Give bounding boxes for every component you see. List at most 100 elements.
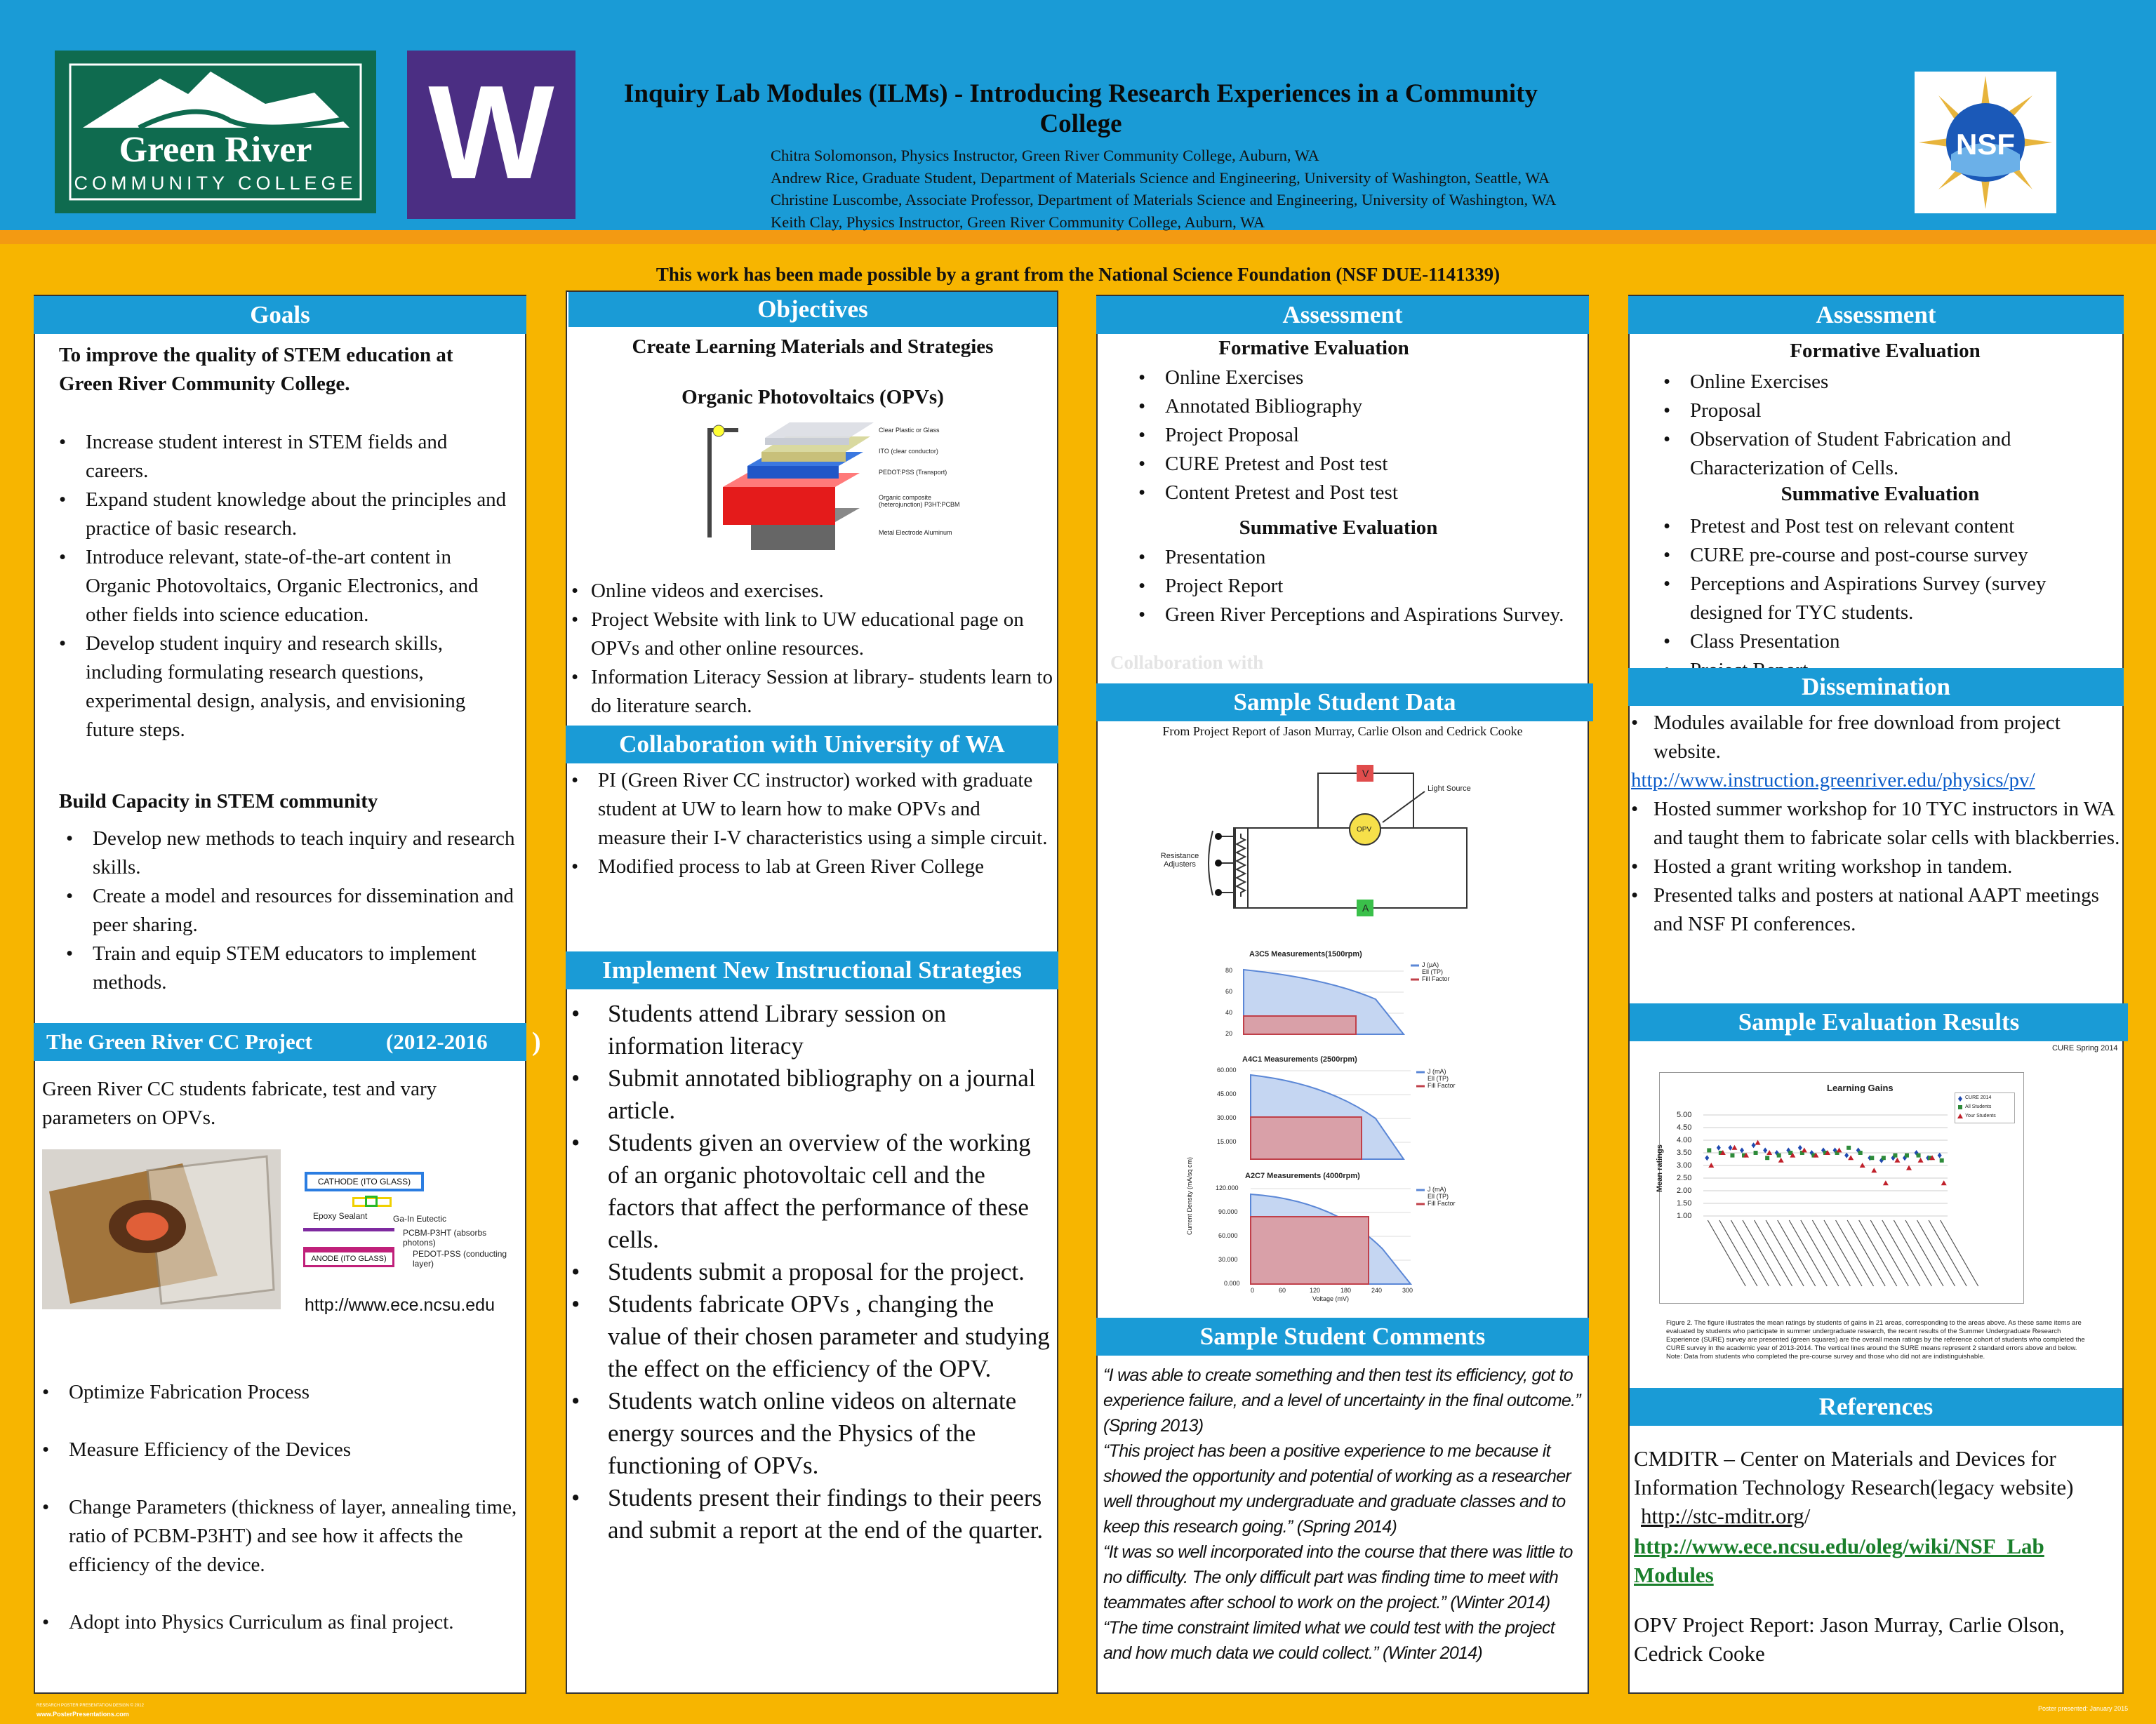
iv-y-tick: 15.000 bbox=[1217, 1138, 1237, 1145]
nsf-logo-text: NSF bbox=[1956, 128, 2015, 161]
learning-gains-y-tick: 3.00 bbox=[1677, 1161, 1692, 1170]
learning-gains-point bbox=[1705, 1155, 1710, 1161]
dissemination-item: Hosted a grant writing workshop in tande… bbox=[1631, 853, 2122, 881]
learning-gains-y-tick: 1.00 bbox=[1677, 1212, 1692, 1220]
goals-item: Introduce relevant, state-of-the-art con… bbox=[59, 543, 508, 629]
formative-item: CURE Pretest and Post test bbox=[1138, 450, 1573, 479]
project-intro: Green River CC students fabricate, test … bbox=[42, 1078, 437, 1129]
epoxy-label: Epoxy Sealant bbox=[313, 1211, 368, 1221]
opv-structure-diagram: CATHODE (ITO GLASS) Epoxy Sealant Ga-In … bbox=[298, 1168, 508, 1280]
iv-x-tick: 180 bbox=[1340, 1287, 1352, 1294]
learning-gains-point bbox=[1928, 1156, 1933, 1161]
strategies-item: Students watch online videos on alternat… bbox=[571, 1385, 1053, 1482]
iv-y-tick: 90.000 bbox=[1218, 1208, 1238, 1215]
strategies-list: Students attend Library session on infor… bbox=[571, 998, 1053, 1546]
iv-chart-title: A4C1 Measurements (2500rpm) bbox=[1242, 1055, 1357, 1064]
learning-gains-point bbox=[1939, 1158, 1944, 1163]
opv-sample-photo bbox=[42, 1149, 281, 1309]
learning-gains-y-tick: 2.50 bbox=[1677, 1174, 1692, 1182]
objectives-item: Online videos and exercises. bbox=[571, 577, 1053, 606]
summative2-list: Pretest and Post test on relevant conten… bbox=[1663, 512, 2112, 676]
dissemination-item: Hosted summer workshop for 10 TYC instru… bbox=[1631, 795, 2122, 853]
iv-chart-a3c5: A3C5 Measurements(1500rpm) 80 60 40 20 J… bbox=[1221, 950, 1502, 1048]
goals-intro: To improve the quality of STEM education… bbox=[59, 344, 453, 395]
summative2-clip: Pretest and Post test on relevant conten… bbox=[1630, 512, 2122, 676]
iv-x-tick: 120 bbox=[1310, 1287, 1321, 1294]
learning-gains-point bbox=[1905, 1153, 1909, 1158]
summative-item: Project Report bbox=[1138, 572, 1573, 601]
author-list: Chitra Solomonson, Physics Instructor, G… bbox=[771, 145, 1753, 233]
learning-gains-point bbox=[1929, 1155, 1936, 1161]
learning-gains-point bbox=[1778, 1157, 1784, 1163]
formative2-item: Online Exercises bbox=[1663, 368, 2112, 396]
active-layers bbox=[303, 1228, 394, 1250]
gain-label: Ga-In Eutectic bbox=[393, 1214, 447, 1224]
author-1: Chitra Solomonson, Physics Instructor, G… bbox=[771, 147, 1319, 164]
learning-gains-point bbox=[1719, 1150, 1726, 1155]
dissemination-list: Modules available for free download from… bbox=[1631, 709, 2122, 766]
iv-x-tick: 60 bbox=[1279, 1287, 1286, 1294]
learning-gains-point bbox=[1742, 1153, 1746, 1158]
opv-layer-label: Organic composite (heterojunction) P3HT:… bbox=[879, 494, 960, 508]
capacity-heading: Build Capacity in STEM community bbox=[59, 790, 378, 813]
strategies-heading: Implement New Instructional Strategies bbox=[566, 951, 1058, 989]
objectives-item: Project Website with link to UW educatio… bbox=[571, 606, 1053, 663]
iv-y-tick: 80 bbox=[1225, 967, 1233, 974]
ammeter-label: A bbox=[1362, 902, 1369, 914]
iv-chart-title: A3C5 Measurements(1500rpm) bbox=[1249, 950, 1362, 958]
evaluation-heading: Sample Evaluation Results bbox=[1630, 1003, 2128, 1041]
ghost-text: Collaboration with bbox=[1110, 652, 1264, 673]
author-4: Keith Clay, Physics Instructor, Green Ri… bbox=[771, 213, 1265, 231]
capacity-item: Develop new methods to teach inquiry and… bbox=[66, 824, 550, 882]
reference-cmditr-slash: / bbox=[1804, 1504, 1811, 1528]
learning-gains-point bbox=[1835, 1151, 1839, 1155]
collab-item: PI (Green River CC instructor) worked wi… bbox=[571, 766, 1053, 853]
x-category-label bbox=[1858, 1220, 1898, 1287]
strategies-item: Students present their findings to their… bbox=[571, 1482, 1053, 1546]
dissemination-item: Presented talks and posters at national … bbox=[1631, 881, 2122, 939]
opv-layer-label: Clear Plastic or Glass bbox=[879, 427, 940, 434]
learning-gains-point bbox=[1801, 1147, 1807, 1153]
learning-gains-point bbox=[1906, 1165, 1912, 1170]
learning-gains-point bbox=[1825, 1150, 1830, 1155]
learning-gains-point bbox=[1753, 1151, 1758, 1155]
x-category-label bbox=[1730, 1220, 1769, 1287]
x-category-label bbox=[1846, 1220, 1886, 1287]
resistance-label: Resistance Adjusters bbox=[1160, 852, 1199, 869]
x-category-label bbox=[1811, 1220, 1851, 1287]
formative-item: Annotated Bibliography bbox=[1138, 392, 1573, 421]
learning-gains-plot bbox=[1703, 1114, 1979, 1287]
legend-entry: All Students bbox=[1965, 1104, 1992, 1109]
pcbm-label: PCBM-P3HT (absorbs photons) bbox=[403, 1228, 487, 1248]
iv-legend: Fill Factor bbox=[1428, 1082, 1456, 1089]
objectives-list: Online videos and exercises. Project Web… bbox=[571, 577, 1053, 721]
learning-gains-point bbox=[1728, 1144, 1733, 1151]
learning-gains-point bbox=[1881, 1156, 1886, 1161]
iv-y-tick: 20 bbox=[1225, 1030, 1233, 1037]
iv-chart-a2c7: A2C7 Measurements (4000rpm) 120.000 90.0… bbox=[1214, 1172, 1502, 1305]
learning-gains-point bbox=[1882, 1180, 1889, 1186]
iv-y-tick: 60.000 bbox=[1217, 1067, 1237, 1074]
learning-gains-y-tick: 1.50 bbox=[1677, 1199, 1692, 1208]
learning-gains-point bbox=[1937, 1152, 1942, 1158]
x-category-label bbox=[1893, 1220, 1932, 1287]
sample-data-caption: From Project Report of Jason Murray, Car… bbox=[1162, 724, 1523, 738]
iv-y-tick: 30.000 bbox=[1218, 1256, 1238, 1263]
learning-gains-point bbox=[1740, 1147, 1744, 1154]
learning-gains-point bbox=[1823, 1151, 1828, 1155]
learning-gains-point bbox=[1893, 1153, 1898, 1158]
assessment2-heading: Assessment bbox=[1628, 296, 2124, 334]
legend-entry: CURE 2014 bbox=[1965, 1095, 1992, 1100]
reference-ncsu-link[interactable]: http://www.ece.ncsu.edu/oleg/wiki/NSF_La… bbox=[1634, 1534, 2044, 1587]
grant-statement: This work has been made possible by a gr… bbox=[656, 264, 1500, 285]
reference-cmditr-link[interactable]: http://stc-mditr.org bbox=[1641, 1504, 1804, 1528]
collab-list: PI (Green River CC instructor) worked wi… bbox=[571, 766, 1053, 881]
learning-gains-point bbox=[1755, 1140, 1761, 1145]
reference-cmditr: CMDITR – Center on Materials and Devices… bbox=[1634, 1446, 2074, 1499]
learning-gains-point bbox=[1813, 1152, 1819, 1158]
grc-logo-subtitle: COMMUNITY COLLEGE bbox=[74, 173, 357, 194]
iv-x-axis-label: Voltage (mV) bbox=[1312, 1295, 1350, 1302]
capacity-list: Develop new methods to teach inquiry and… bbox=[66, 824, 550, 997]
iv-legend: Ell (TP) bbox=[1428, 1075, 1449, 1082]
project-website-link[interactable]: http://www.instruction.greenriver.edu/ph… bbox=[1631, 769, 2035, 791]
